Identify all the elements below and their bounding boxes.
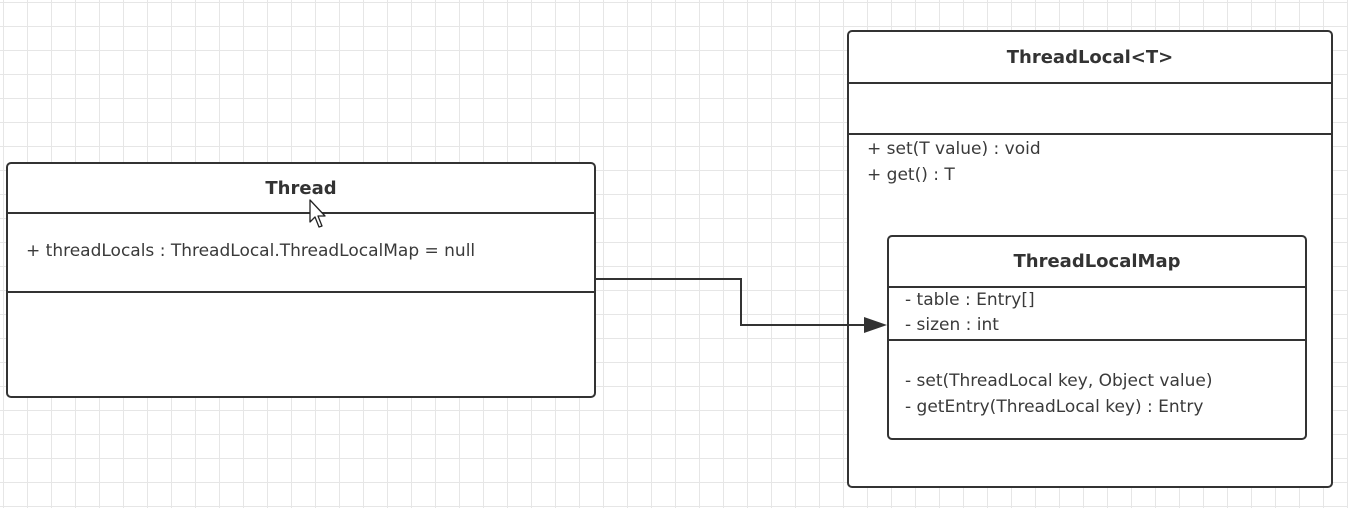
attributes-section: + threadLocals : ThreadLocal.ThreadLocal… xyxy=(8,214,594,293)
attribute: - table : Entry[] xyxy=(905,290,1035,310)
attributes-section xyxy=(849,84,1331,135)
class-title: ThreadLocal<T> xyxy=(849,32,1331,84)
operation: - getEntry(ThreadLocal key) : Entry xyxy=(905,397,1204,417)
operation: - set(ThreadLocal key, Object value) xyxy=(905,371,1213,391)
attribute: - sizen : int xyxy=(905,315,999,335)
association-connector[interactable] xyxy=(596,278,887,333)
attributes-section: - table : Entry[] - sizen : int xyxy=(889,288,1305,341)
operations-section: + set(T value) : void + get() : T xyxy=(849,135,1331,188)
class-title: Thread xyxy=(8,164,594,214)
attribute: + threadLocals : ThreadLocal.ThreadLocal… xyxy=(26,241,476,261)
operations-section xyxy=(8,293,594,393)
operations-section: - set(ThreadLocal key, Object value) - g… xyxy=(889,341,1305,420)
class-title: ThreadLocalMap xyxy=(889,237,1305,288)
thread-class-box[interactable]: Thread + threadLocals : ThreadLocal.Thre… xyxy=(6,162,596,398)
threadlocalmap-class-box[interactable]: ThreadLocalMap - table : Entry[] - sizen… xyxy=(887,235,1307,440)
operation: + get() : T xyxy=(867,165,955,185)
operation: + set(T value) : void xyxy=(867,139,1041,159)
